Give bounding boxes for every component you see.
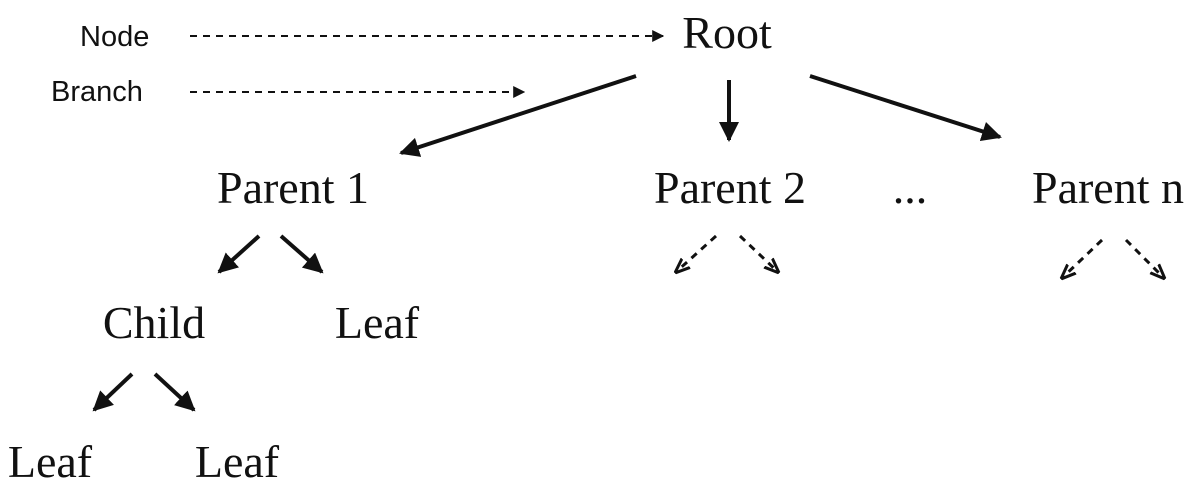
node-legend-label: Node	[80, 21, 149, 53]
parent-n-node: Parent n	[1032, 162, 1184, 213]
branch-legend-label: Branch	[51, 76, 143, 108]
dashed-branch-parent-2-right	[738, 234, 778, 272]
leaf-node-parent-1: Leaf	[335, 297, 420, 348]
child-node: Child	[103, 297, 205, 348]
parent-1-node: Parent 1	[217, 162, 369, 213]
branch-root-to-parent-n	[809, 74, 1002, 142]
leaf-node-child-left: Leaf	[8, 436, 93, 487]
branch-child-to-leaf-left	[92, 372, 134, 412]
dashed-branch-parent-2-left	[676, 234, 718, 272]
branch-parent-1-to-child	[217, 234, 261, 274]
branch-root-to-parent-1	[399, 74, 637, 157]
root-node: Root	[682, 7, 772, 58]
dashed-branch-parent-n-right	[1124, 238, 1164, 278]
branch-parent-1-to-leaf	[279, 234, 324, 274]
branch-child-to-leaf-right	[153, 372, 196, 412]
ellipsis-node: ...	[893, 162, 928, 213]
leaf-node-child-right: Leaf	[195, 436, 280, 487]
parent-2-node: Parent 2	[654, 162, 806, 213]
dashed-branch-parent-n-left	[1062, 238, 1104, 278]
